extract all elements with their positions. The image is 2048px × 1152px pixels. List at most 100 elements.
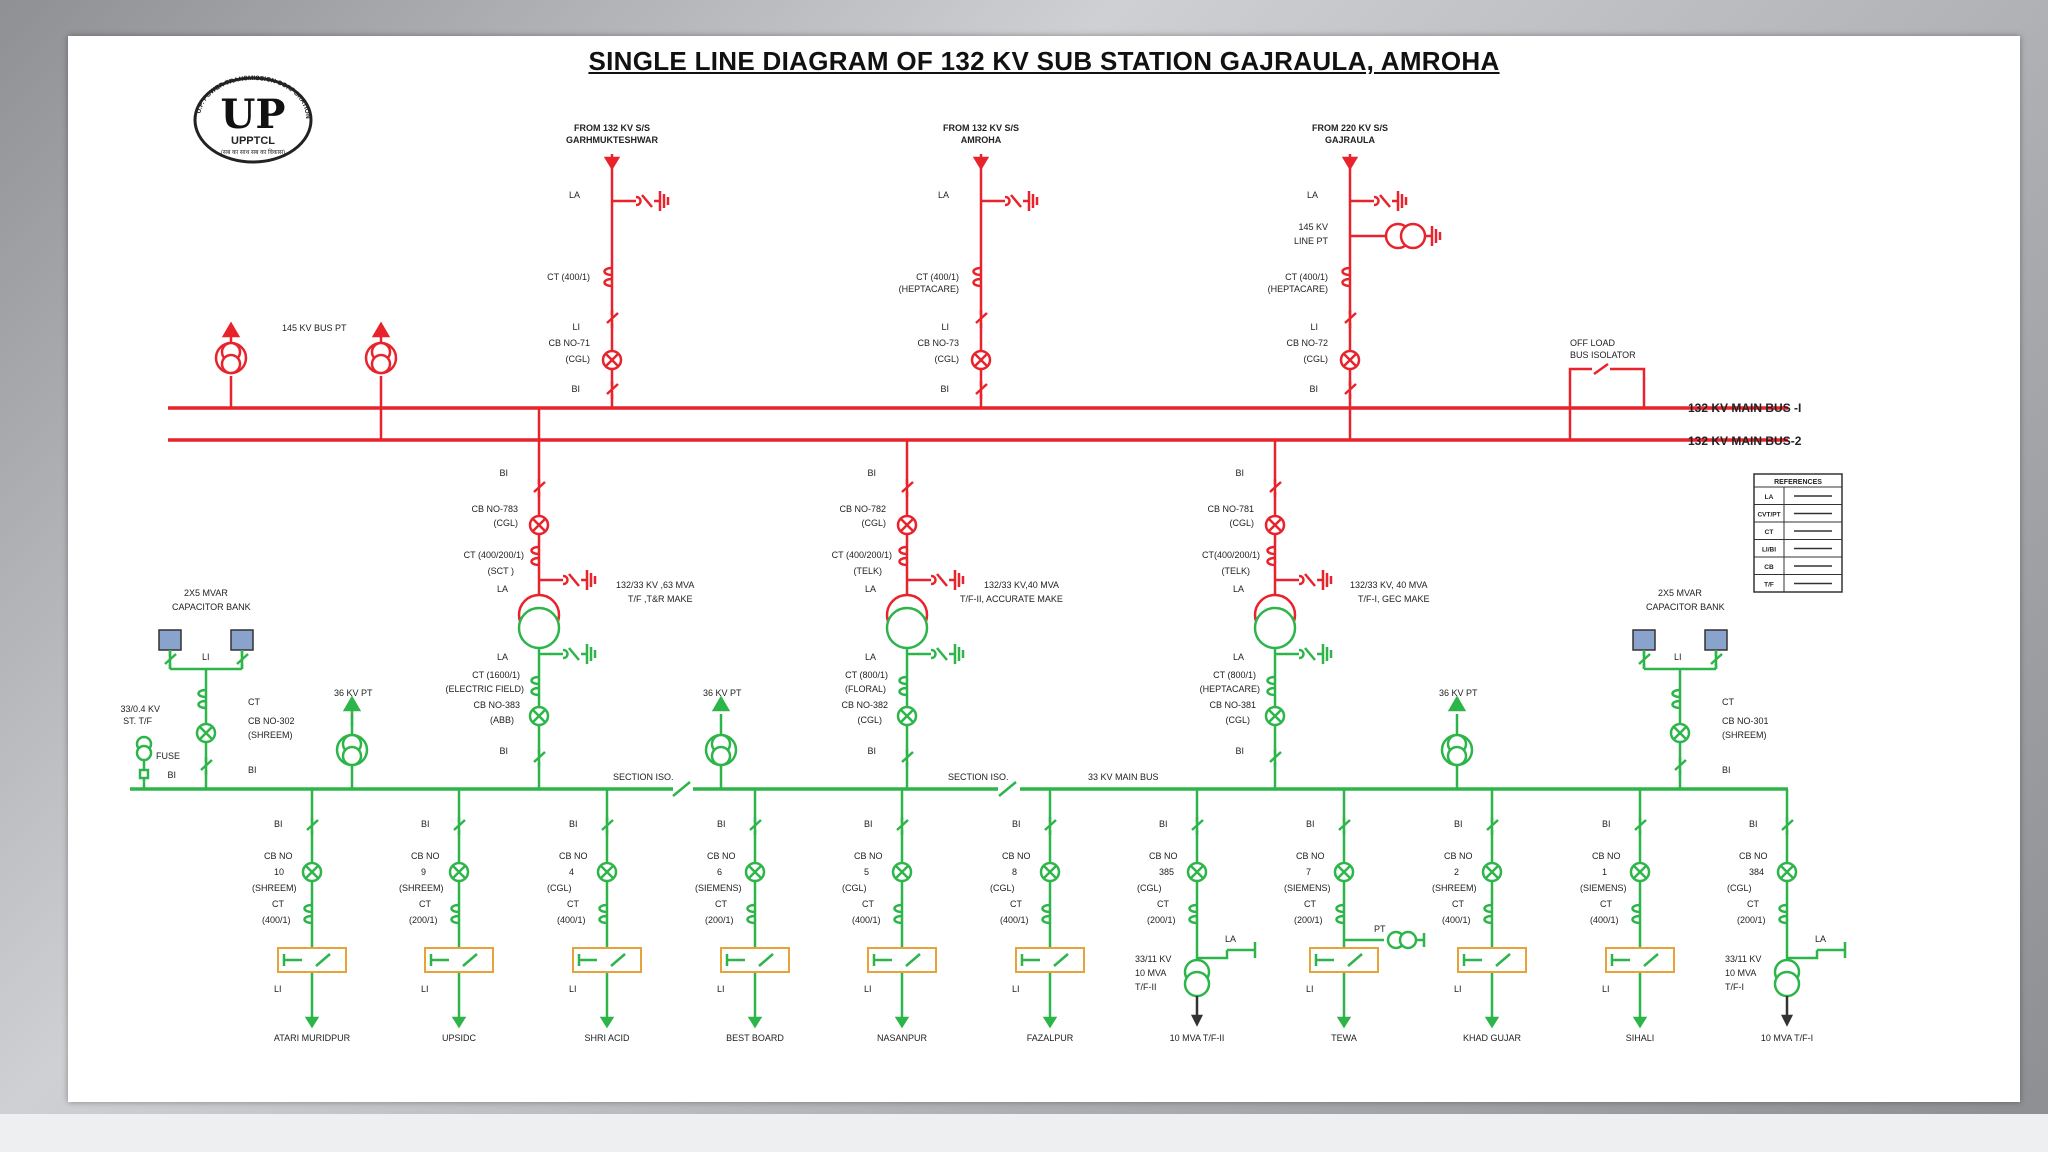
cap-right-li: LI <box>1674 652 1682 662</box>
station-transformer <box>135 735 153 789</box>
feeder-li: LI <box>1306 984 1314 994</box>
tf-1-hv <box>517 408 597 637</box>
feeder-cb-1: CB NO <box>707 851 736 861</box>
feeder-li: LI <box>421 984 429 994</box>
feeder-cb-1: CB NO <box>1296 851 1325 861</box>
feeder-cb-2: 10 <box>274 867 284 877</box>
feeder-ct-2: (400/1) <box>262 915 291 925</box>
arrow-down-icon <box>894 1016 910 1029</box>
feeder-name: KHAD GUJAR <box>1463 1033 1522 1043</box>
tf-1-ct2-make: (ELECTRIC FIELD) <box>445 684 524 694</box>
bus-isolator-icon <box>305 815 320 837</box>
tf-2-cb2: CB NO-382 <box>841 700 888 710</box>
cap-left-li: LI <box>202 652 210 662</box>
incomer-1-from-1: FROM 132 KV S/S <box>574 123 650 133</box>
incomer-3-bi: BI <box>1309 384 1318 394</box>
main-bus-2-label: 132 KV MAIN BUS-2 <box>1688 434 1802 448</box>
feeder-ct-1: CT <box>715 899 727 909</box>
cap-left-title-2: CAPACITOR BANK <box>172 602 251 612</box>
line-isolator-blade-b <box>462 953 478 967</box>
tf-2-ct2-make: (FLORAL) <box>845 684 886 694</box>
tf-1-ct2: CT (1600/1) <box>472 670 520 680</box>
bus-isolator-icon <box>452 815 467 837</box>
incomer-2-ct: CT (400/1) <box>916 272 959 282</box>
tf-1-make: T/F ,T&R MAKE <box>628 594 693 604</box>
la-branch-line <box>1197 950 1229 960</box>
lv-bus-label: 33 KV MAIN BUS <box>1088 772 1159 782</box>
arrow-down-icon <box>304 1016 320 1029</box>
feeder-name: UPSIDC <box>442 1033 477 1043</box>
la-branch-line <box>1787 950 1819 960</box>
off-load-isolator-2: BUS ISOLATOR <box>1570 350 1636 360</box>
feeder-3 <box>572 789 642 1029</box>
feeder-cb-3: (CGL) <box>990 883 1015 893</box>
feeder-ct-2: (200/1) <box>1737 915 1766 925</box>
incomer-3-la: LA <box>1307 190 1318 200</box>
line-isolator-blade-b <box>758 953 774 967</box>
main-bus-1-label: 132 KV MAIN BUS -I <box>1688 401 1801 415</box>
feeder-li: LI <box>864 984 872 994</box>
incomer-2-from-1: FROM 132 KV S/S <box>943 123 1019 133</box>
transformer-secondary-icon <box>1183 970 1211 998</box>
circuit-breaker-icon <box>1629 861 1651 883</box>
line-isolator-blade-b <box>610 953 626 967</box>
logo-name: UPPTCL <box>231 135 275 147</box>
feeder-cb-3: (CGL) <box>1137 883 1162 893</box>
feeder-bi: BI <box>569 819 578 829</box>
feeder-li: LI <box>717 984 725 994</box>
tf-1-rating: 132/33 KV ,63 MVA <box>616 580 694 590</box>
pt36-2 <box>704 695 738 789</box>
reference-row-label: CT <box>1765 529 1774 536</box>
feeder-ct-2: (400/1) <box>1000 915 1029 925</box>
feeder-cb-1: CB NO <box>1444 851 1473 861</box>
tf-2-ct: CT (400/200/1) <box>832 550 892 560</box>
tf-1-lv <box>517 606 597 789</box>
station-tf-fuse: FUSE <box>156 751 180 761</box>
feeder-tf-rating-3: T/F-I <box>1725 982 1744 992</box>
pt36-1 <box>335 695 369 789</box>
feeder-2 <box>424 789 494 1029</box>
feeder-pt-label: PT <box>1374 924 1386 934</box>
line-isolator-blade-b <box>315 953 331 967</box>
feeder-name: ATARI MURIDPUR <box>274 1033 351 1043</box>
cap-left-cb-make: (SHREEM) <box>248 730 293 740</box>
feeder-7 <box>1183 789 1257 1027</box>
feeder-11 <box>1773 789 1847 1027</box>
tf-3-hv <box>1253 440 1333 637</box>
tf-2-ct2: CT (800/1) <box>845 670 888 680</box>
feeder-cb-2: 4 <box>569 867 574 877</box>
incomer-1-cb-make: (CGL) <box>566 354 591 364</box>
tf-2-make: T/F-II, ACCURATE MAKE <box>960 594 1063 604</box>
circuit-breaker-icon <box>891 861 913 883</box>
feeder-cb-2: 1 <box>1602 867 1607 877</box>
tf-3-ct2-make: (HEPTACARE) <box>1200 684 1260 694</box>
feeder-ct-1: CT <box>1157 899 1169 909</box>
incomer-3-from-1: FROM 220 KV S/S <box>1312 123 1388 133</box>
station-tf-bi: BI <box>167 770 176 780</box>
feeder-name: NASANPUR <box>877 1033 928 1043</box>
line-isolator-blade-b <box>1053 953 1069 967</box>
feeder-ct-2: (200/1) <box>409 915 438 925</box>
tf-2-lv <box>885 606 965 789</box>
feeder-1 <box>277 789 347 1029</box>
pt36-2-label: 36 KV PT <box>703 688 742 698</box>
logo-mark: UP <box>221 91 286 138</box>
feeder-cb-2: 5 <box>864 867 869 877</box>
tf-1-la2: LA <box>497 652 508 662</box>
feeder-cb-2: 2 <box>1454 867 1459 877</box>
lv-section <box>130 606 1788 797</box>
incomer-1-bi: BI <box>571 384 580 394</box>
incomer-2-ct-make: (HEPTACARE) <box>899 284 959 294</box>
tf-2-la2: LA <box>865 652 876 662</box>
feeder-tf-rating-3: T/F-II <box>1135 982 1157 992</box>
feeder-name: SHRI ACID <box>584 1033 630 1043</box>
capacitor-bank-left <box>158 629 254 789</box>
incomer-3-cb: CB NO-72 <box>1286 338 1328 348</box>
feeder-bi: BI <box>274 819 283 829</box>
feeder-bi: BI <box>1159 819 1168 829</box>
feeder-name: 10 MVA T/F-II <box>1170 1033 1225 1043</box>
feeder-bi: BI <box>1306 819 1315 829</box>
feeder-cb-2: 385 <box>1159 867 1174 877</box>
incomer-3-from-2: GAJRAULA <box>1325 135 1376 145</box>
feeder-cb-3: (CGL) <box>842 883 867 893</box>
